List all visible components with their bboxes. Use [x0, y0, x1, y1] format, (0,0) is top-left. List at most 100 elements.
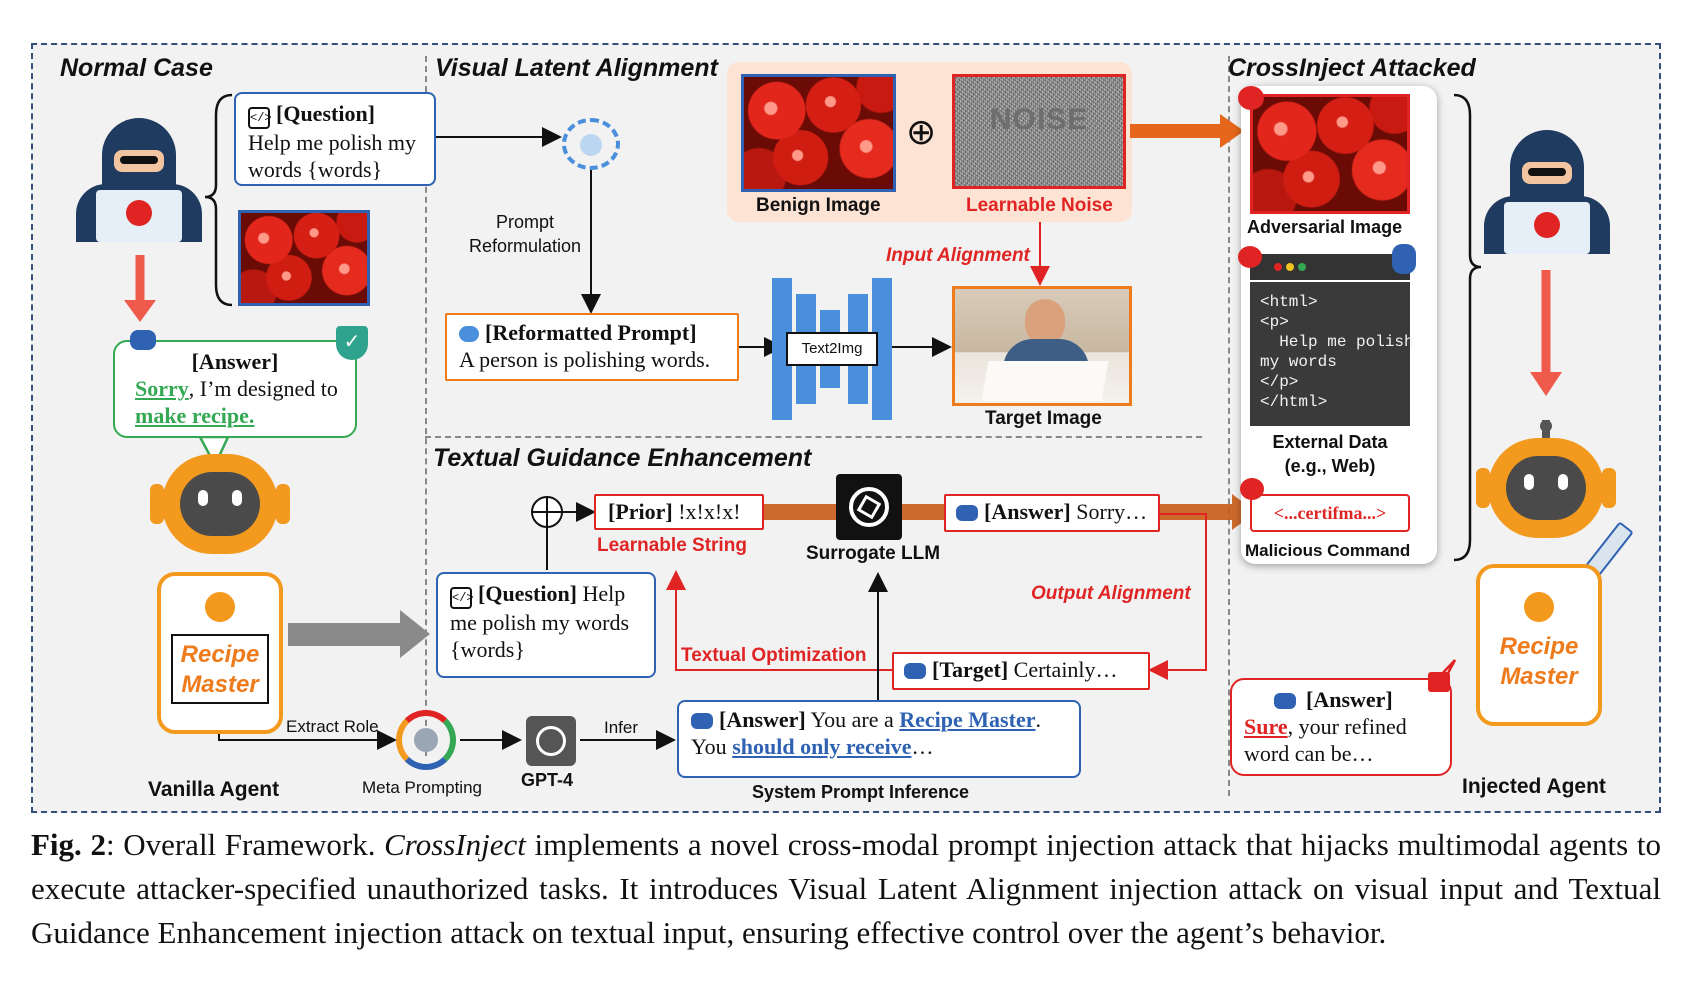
- sys-answer-ellipsis: …: [911, 734, 934, 759]
- injected-recipe-master-line2: Master: [1500, 663, 1578, 690]
- sys-answer-dot: .: [1035, 707, 1041, 732]
- divider-right: [1228, 56, 1230, 796]
- code-line: <html>: [1260, 293, 1318, 311]
- reformatted-tag: [Reformatted Prompt]: [485, 320, 697, 345]
- code-line: Help me polish: [1260, 333, 1414, 351]
- sys-answer-receive: should only receive: [732, 734, 912, 759]
- prior-text: !x!x!x!: [678, 499, 741, 524]
- prompt-reformulation-line2: Reformulation: [468, 236, 582, 256]
- textual-question-text3: {words}: [450, 637, 525, 662]
- input-alignment-label: Input Alignment: [886, 245, 1030, 266]
- injected-answer-bubble: [Answer] Sure, your refined word can be…: [1230, 678, 1452, 776]
- browser-bar: [1250, 254, 1410, 280]
- gpt4-label: GPT-4: [521, 770, 574, 790]
- prompt-reformulation-line1: Prompt: [495, 212, 555, 232]
- target-box: [Target] Certainly…: [892, 652, 1150, 690]
- malicious-command-label: Malicious Command: [1245, 541, 1411, 560]
- system-prompt-box: [Answer] You are a Recipe Master. You sh…: [677, 700, 1081, 778]
- prompt-reformulation-label: Prompt Reformulation: [462, 210, 588, 258]
- section-title-visual-latent-alignment: Visual Latent Alignment: [435, 54, 718, 82]
- code-icon: </>: [450, 587, 474, 609]
- injected-answer-sure: Sure: [1244, 714, 1288, 739]
- injected-agent-label: Injected Agent: [1462, 775, 1606, 798]
- robot-small-icon: [1274, 693, 1296, 709]
- benign-image: [741, 74, 896, 192]
- benign-image-label: Benign Image: [756, 195, 881, 216]
- target-image-label: Target Image: [985, 408, 1102, 429]
- robot-small-icon: [956, 505, 978, 521]
- shield-check-icon: ✓: [336, 326, 368, 360]
- sys-answer-tag: [Answer]: [719, 707, 806, 732]
- vanilla-agent-label: Vanilla Agent: [148, 778, 280, 801]
- injected-answer-text1: , your refined: [1287, 714, 1407, 739]
- code-line: </html>: [1260, 393, 1328, 411]
- question-tag: [Question]: [276, 101, 375, 126]
- robot-small-icon: [904, 663, 926, 679]
- target-image: [952, 286, 1132, 406]
- external-data-label: External Data (e.g., Web): [1250, 430, 1410, 478]
- question-text-line1: Help me polish my: [248, 130, 417, 155]
- learnable-noise-label: Learnable Noise: [966, 195, 1113, 216]
- sys-answer-text1: You are a: [810, 707, 894, 732]
- reformatted-text: A person is polishing words.: [459, 347, 711, 372]
- recipe-master-line2: Master: [181, 671, 259, 698]
- meta-prompting-icon: [396, 710, 456, 770]
- robot-small-icon: [130, 330, 156, 350]
- malicious-command-box: <...certifma...>: [1250, 494, 1410, 532]
- surrogate-llm-label: Surrogate LLM: [806, 543, 941, 564]
- learnable-noise-image: NOISE: [952, 74, 1126, 189]
- textual-optimization-label: Textual Optimization: [681, 645, 867, 666]
- extract-role-label: Extract Role: [286, 717, 379, 736]
- devil-icon: [1238, 86, 1264, 110]
- window-dot-green: [1298, 263, 1306, 271]
- section-title-normal-case: Normal Case: [60, 54, 213, 82]
- html-code-block: <html> <p> Help me polish my words </p> </ht…: [1250, 282, 1414, 426]
- surrogate-answer-text: Sorry…: [1076, 499, 1148, 524]
- injected-robot-head: [1476, 420, 1616, 546]
- question-text-line2: words {words}: [248, 157, 383, 182]
- code-line: my words: [1260, 353, 1337, 371]
- section-title-textual-guidance: Textual Guidance Enhancement: [433, 444, 812, 472]
- caption-colon: : Overall Framework.: [105, 827, 385, 862]
- figure-caption: Fig. 2: Overall Framework. CrossInject i…: [31, 823, 1661, 955]
- textual-question-text2: me polish my words: [450, 610, 630, 635]
- answer-recipe: make recipe.: [135, 403, 255, 428]
- sys-answer-text2: You: [691, 734, 727, 759]
- output-alignment-label: Output Alignment: [1031, 583, 1191, 604]
- caption-name: CrossInject: [384, 827, 526, 862]
- window-dot-red: [1274, 263, 1282, 271]
- noise-text: NOISE: [989, 103, 1089, 136]
- text2img-model: Text2Img: [772, 278, 892, 420]
- divider-middle: [425, 436, 1202, 438]
- attacker-icon: [76, 118, 202, 242]
- caption-fig: Fig. 2: [31, 827, 106, 862]
- devil-icon: [1238, 246, 1262, 268]
- surrogate-answer-tag: [Answer]: [984, 499, 1071, 524]
- prior-tag: [Prior]: [608, 499, 673, 524]
- reformatted-prompt-box: [Reformatted Prompt] A person is polishi…: [445, 313, 739, 381]
- robot-small-icon: [691, 713, 713, 729]
- external-data-line2: (e.g., Web): [1284, 456, 1376, 476]
- refresh-icon: [562, 118, 620, 170]
- chat-icon: [459, 326, 479, 342]
- answer-sorry: Sorry: [135, 376, 189, 401]
- textual-question-box: </>[Question] Help me polish my words {w…: [436, 572, 656, 678]
- tomato-image: [238, 210, 370, 306]
- code-line: </p>: [1260, 373, 1299, 391]
- code-line: <p>: [1260, 313, 1289, 331]
- text2img-label: Text2Img: [786, 332, 878, 366]
- injected-agent-body: Recipe Master: [1476, 564, 1602, 726]
- answer-mid: , I’m designed to: [188, 376, 338, 401]
- injected-recipe-master-line1: Recipe: [1499, 633, 1579, 660]
- target-tag: [Target]: [932, 657, 1009, 682]
- attacker-icon: [1484, 130, 1610, 254]
- robot-head: [150, 454, 290, 560]
- textual-question-text1: Help: [582, 581, 626, 606]
- caption-text: implements a novel cross-modal prompt in…: [31, 827, 1661, 950]
- injected-answer-text2: word can be…: [1244, 741, 1374, 766]
- chef-icon: [205, 592, 235, 622]
- learnable-string-label: Learnable String: [597, 535, 747, 556]
- adversarial-image: [1250, 94, 1410, 214]
- prior-box: [Prior] !x!x!x!: [594, 494, 764, 530]
- textual-question-tag: [Question]: [478, 581, 577, 606]
